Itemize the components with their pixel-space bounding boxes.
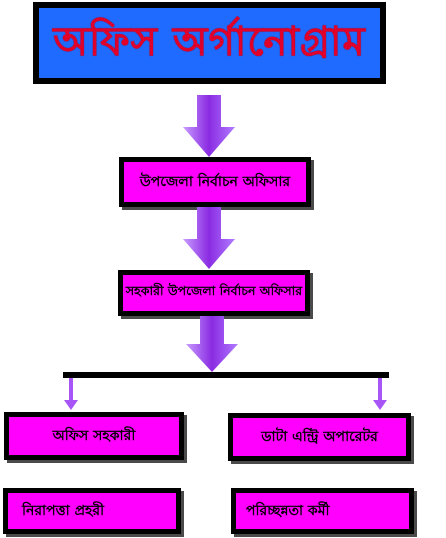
node-label: পরিচ্ছন্নতা কর্মী bbox=[246, 503, 330, 519]
node-security-guard: নিরাপত্তা প্রহরী bbox=[3, 488, 181, 534]
arrow-down-icon bbox=[373, 378, 387, 410]
node-upazila-election-officer: উপজেলা নির্বাচন অফিসার bbox=[119, 157, 311, 207]
node-label: ডাটা এন্ট্রি অপারেটর bbox=[261, 429, 378, 445]
arrow-down-icon bbox=[183, 207, 235, 269]
node-office-assistant: অফিস সহকারী bbox=[4, 412, 184, 460]
node-label: উপজেলা নির্বাচন অফিসার bbox=[139, 174, 291, 190]
title-box: অফিস অর্গানোগ্রাম bbox=[33, 2, 386, 84]
branch-line bbox=[63, 372, 389, 378]
arrow-down-icon bbox=[64, 378, 78, 410]
arrow-down-icon bbox=[183, 95, 235, 157]
node-label: নিরাপত্তা প্রহরী bbox=[22, 503, 105, 519]
node-assistant-upazila-election-officer: সহকারী উপজেলা নির্বাচন অফিসার bbox=[118, 270, 310, 316]
node-data-entry-operator: ডাটা এন্ট্রি অপারেটর bbox=[228, 413, 411, 461]
node-label: সহকারী উপজেলা নির্বাচন অফিসার bbox=[125, 283, 303, 298]
arrow-down-icon bbox=[186, 316, 238, 372]
node-cleaning-worker: পরিচ্ছন্নতা কর্মী bbox=[231, 488, 414, 534]
page-title: অফিস অর্গানোগ্রাম bbox=[53, 18, 366, 65]
node-label: অফিস সহকারী bbox=[52, 428, 136, 444]
